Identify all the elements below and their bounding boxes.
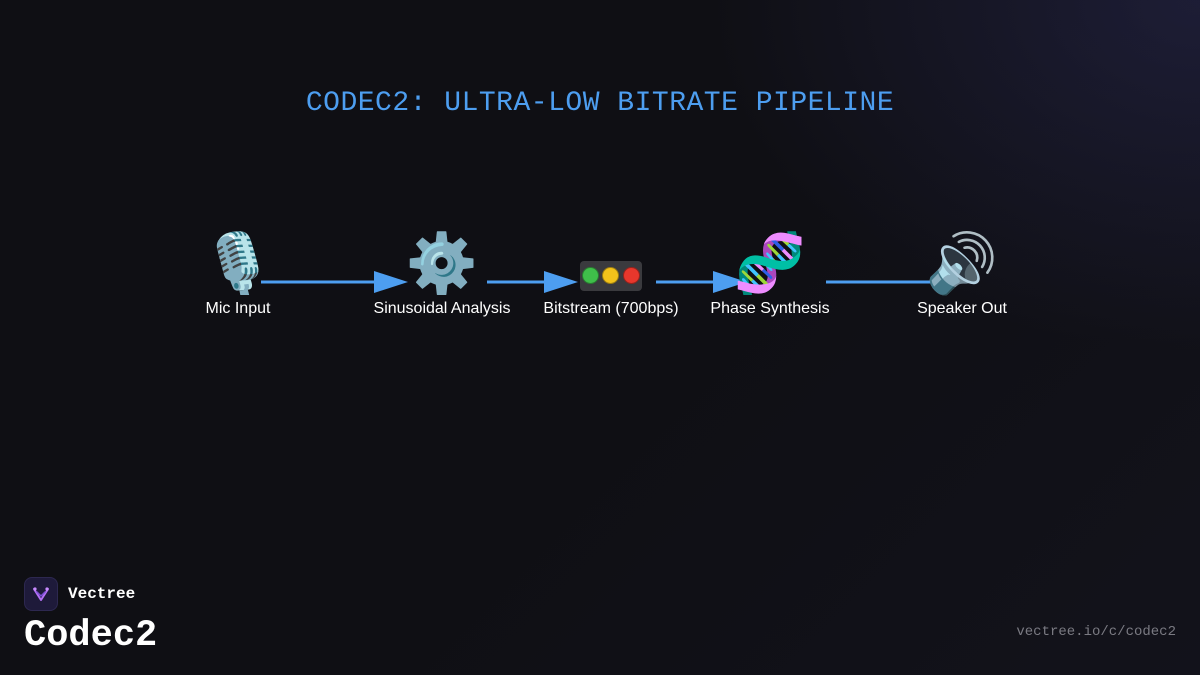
node-speaker-out: 🔊 Speaker Out <box>862 228 1062 318</box>
brand-block: Vectree Codec2 <box>24 577 157 657</box>
node-label: Speaker Out <box>917 300 1007 317</box>
diagram-title: CODEC2: ULTRA-LOW BITRATE PIPELINE <box>305 88 895 119</box>
node-bitstream: Bitstream (700bps) <box>511 228 711 318</box>
microphone-icon: 🎙️ <box>201 229 275 297</box>
traffic-light-yellow <box>602 267 620 285</box>
vectree-logo-icon <box>24 577 58 611</box>
edge-analysis-to-bitstream <box>487 271 578 293</box>
node-label: Mic Input <box>205 300 271 317</box>
traffic-light-icon <box>511 228 711 298</box>
dna-icon: 🧬 <box>733 229 807 297</box>
node-label: Phase Synthesis <box>710 300 830 317</box>
speaker-icon: 🔊 <box>925 229 999 297</box>
source-url[interactable]: vectree.io/c/codec2 <box>1016 624 1176 640</box>
node-mic-input: 🎙️ Mic Input <box>138 228 338 318</box>
product-name: Codec2 <box>24 615 158 657</box>
traffic-light-green <box>581 267 599 285</box>
node-label: Bitstream (700bps) <box>543 300 679 317</box>
traffic-light-red <box>623 267 641 285</box>
edge-bitstream-to-synthesis <box>656 271 747 293</box>
edge-mic-to-analysis <box>261 271 408 293</box>
node-label: Sinusoidal Analysis <box>373 300 511 317</box>
brand-name: Vectree <box>68 585 136 603</box>
gear-icon: ⚙️ <box>405 229 479 297</box>
node-phase-synthesis: 🧬 Phase Synthesis <box>670 228 870 318</box>
node-sinusoidal-analysis: ⚙️ Sinusoidal Analysis <box>342 228 542 318</box>
